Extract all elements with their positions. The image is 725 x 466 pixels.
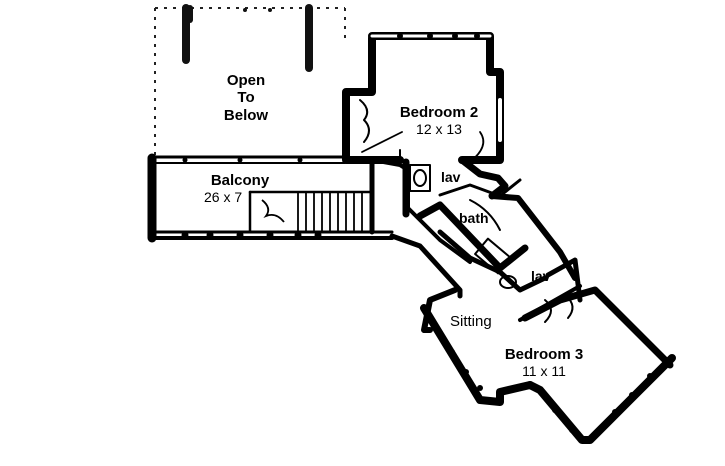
balcony-name: Balcony bbox=[210, 172, 270, 189]
open-to-below-outline bbox=[154, 7, 346, 158]
bedroom2-wall-dots bbox=[397, 33, 480, 39]
balcony-size: 26 x 7 bbox=[204, 189, 243, 206]
bedroom2-walls bbox=[342, 32, 504, 164]
balcony-label: Balcony 26 x 7 bbox=[200, 172, 280, 205]
corridor-walls bbox=[370, 156, 522, 299]
bedroom3-size: 11 x 11 bbox=[522, 363, 566, 380]
bedroom3-label: Bedroom 3 11 x 11 bbox=[496, 346, 592, 379]
balcony-wall-dots bbox=[181, 157, 322, 239]
open-to-below-line2: To bbox=[237, 89, 255, 107]
lav-lower-label: lav bbox=[531, 268, 551, 284]
bedroom3-wall-dots bbox=[437, 332, 653, 433]
open-to-below-line3: Below bbox=[223, 106, 269, 124]
bedroom2-name: Bedroom 2 bbox=[399, 104, 479, 121]
open-to-below-line1: Open bbox=[226, 72, 266, 89]
bath-label: bath bbox=[459, 210, 489, 226]
bedroom3-walls bbox=[420, 284, 676, 444]
sitting-label: Sitting bbox=[450, 313, 492, 330]
open-to-below-label: Open To Below bbox=[214, 72, 278, 124]
bath-wing-walls bbox=[416, 193, 583, 303]
open-to-below-beams bbox=[182, 4, 313, 72]
lav-upper-label: lav bbox=[441, 169, 461, 185]
bedroom2-size: 12 x 13 bbox=[416, 121, 462, 138]
bedroom3-name: Bedroom 3 bbox=[504, 346, 584, 363]
stair-treads bbox=[261, 192, 363, 232]
balcony-walls bbox=[147, 153, 394, 243]
bedroom2-label: Bedroom 2 12 x 13 bbox=[394, 104, 484, 137]
